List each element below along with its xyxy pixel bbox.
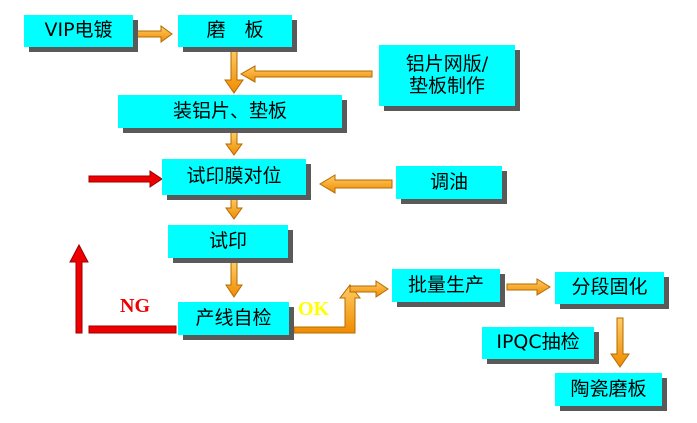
node-screen-plate-making: 铝片网版/垫板制作 [379,45,515,106]
arrow-print-to-check [225,261,243,298]
arrow-ink-to-align [319,174,393,194]
node-vip-plating: VIP电镀 [24,15,133,47]
node-ceramic-grinding: 陶瓷磨板 [555,373,662,406]
ok-label: OK [298,298,330,320]
node-grinding: 磨 板 [178,15,292,47]
node-trial-print: 试印 [168,225,288,258]
ng-arrow-top [88,170,163,188]
node-ink-mixing: 调油 [396,166,502,199]
arrow-to-mass-prod [349,280,389,298]
ng-arrow-bottom [88,325,177,334]
arrow-vip-to-grind [136,25,173,43]
node-trial-alignment: 试印膜对位 [162,159,306,195]
node-mass-production: 批量生产 [392,269,500,302]
ng-label: NG [120,295,150,317]
arrow-mass-to-cure [506,278,551,296]
node-line-self-check: 产线自检 [178,302,289,335]
arrow-align-to-print [225,197,243,220]
arrow-mount-to-align [225,131,243,156]
node-mount-plate: 装铝片、垫板 [118,95,342,128]
node-ipqc-sampling: IPQC抽检 [482,327,594,359]
arrow-plate-to-line [239,65,373,83]
node-stage-curing: 分段固化 [555,272,664,304]
arrow-cure-to-ceramic [610,317,630,368]
ng-arrow-vertical [69,243,89,334]
arrow-grind-to-mount [224,47,244,94]
